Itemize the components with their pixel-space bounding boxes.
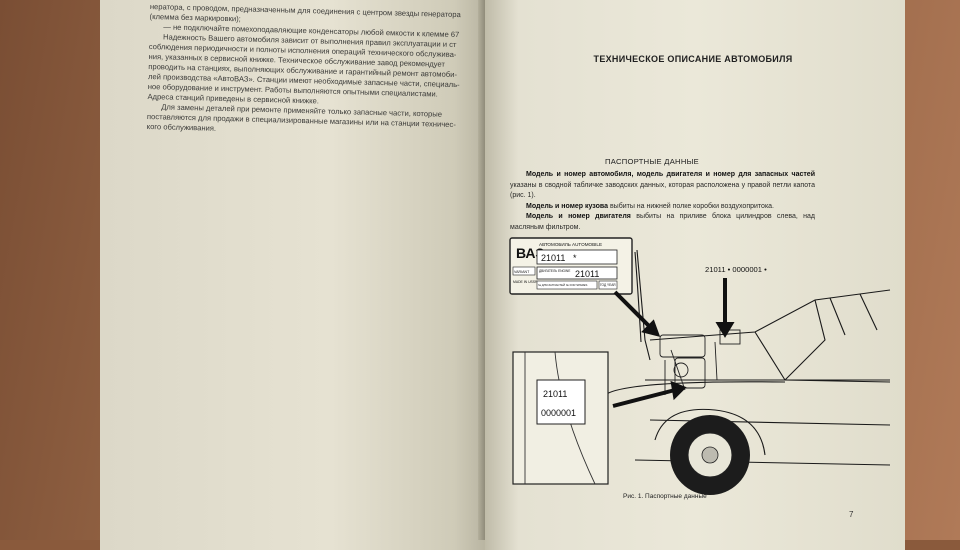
callout-arrows xyxy=(612,278,735,408)
car-outline xyxy=(604,249,891,466)
page-header: ТЕХНИЧЕСКОЕ ОПИСАНИЕ АВТОМОБИЛЯ xyxy=(593,54,793,64)
engine-inset: 21011 0000001 xyxy=(512,351,609,485)
paragraph: Модель и номер двигателя выбиты на прили… xyxy=(510,212,815,233)
paragraph-text: указаны в сводной табличке заводских дан… xyxy=(510,181,815,200)
section-title: ПАСПОРТНЫЕ ДАННЫЕ xyxy=(605,157,700,166)
engine-bay xyxy=(659,329,741,395)
right-page: ТЕХНИЧЕСКОЕ ОПИСАНИЕ АВТОМОБИЛЯ ПАСПОРТН… xyxy=(485,0,905,550)
left-page: нератора, с проводом, предназначенным дл… xyxy=(100,0,485,550)
plate-engine-label: ДВИГАТЕЛЬ ENGINE xyxy=(539,269,570,273)
section-body: Модель и номер автомобиля, модель двигат… xyxy=(510,170,815,233)
paragraph-lead: Модель и номер автомобиля, модель двигат… xyxy=(526,171,815,178)
plate-model-mark: * xyxy=(573,253,577,263)
paragraph-text: выбиты на нижней полке коробки воздухопр… xyxy=(609,202,774,210)
body-number: 21011 • 0000001 • xyxy=(705,265,767,274)
left-page-text: нератора, с проводом, предназначенным дл… xyxy=(147,2,470,140)
paragraph-text: выбиты на приливе блока цилиндров слева,… xyxy=(510,213,816,231)
data-plate: ВАЗ АВТОМОБИЛЬ AUTOMOBILE 21011 * VARIAN… xyxy=(509,237,633,295)
paragraph-lead: Модель и номер двигателя xyxy=(526,213,631,220)
plate-title: АВТОМОБИЛЬ AUTOMOBILE xyxy=(539,242,602,247)
figure-caption: Рис. 1. Паспортные данные xyxy=(623,493,707,500)
plate-spares: № ДЛЯ ЗАПЧАСТЕЙ № FOR SPARES xyxy=(538,283,588,287)
plate-made-in: MADE IN USSR xyxy=(513,280,538,284)
engine-number: 0000001 xyxy=(541,408,576,418)
paragraph: Модель и номер автомобиля, модель двигат… xyxy=(510,170,815,202)
engine-model: 21011 xyxy=(543,389,567,399)
front-wheel xyxy=(670,415,750,495)
plate-model: 21011 xyxy=(541,253,565,263)
plate-variant: VARIANT xyxy=(514,270,530,274)
paragraph-lead: Модель и номер кузова xyxy=(526,202,608,210)
plate-engine: 21011 xyxy=(575,269,599,279)
plate-year: ГОД YEAR xyxy=(600,283,616,287)
paragraph: Модель и номер кузова выбиты на нижней п… xyxy=(510,202,815,213)
page-number: 7 xyxy=(849,510,854,519)
car-figure: ВАЗ АВТОМОБИЛЬ AUTOMOBILE 21011 * VARIAN… xyxy=(509,237,891,495)
